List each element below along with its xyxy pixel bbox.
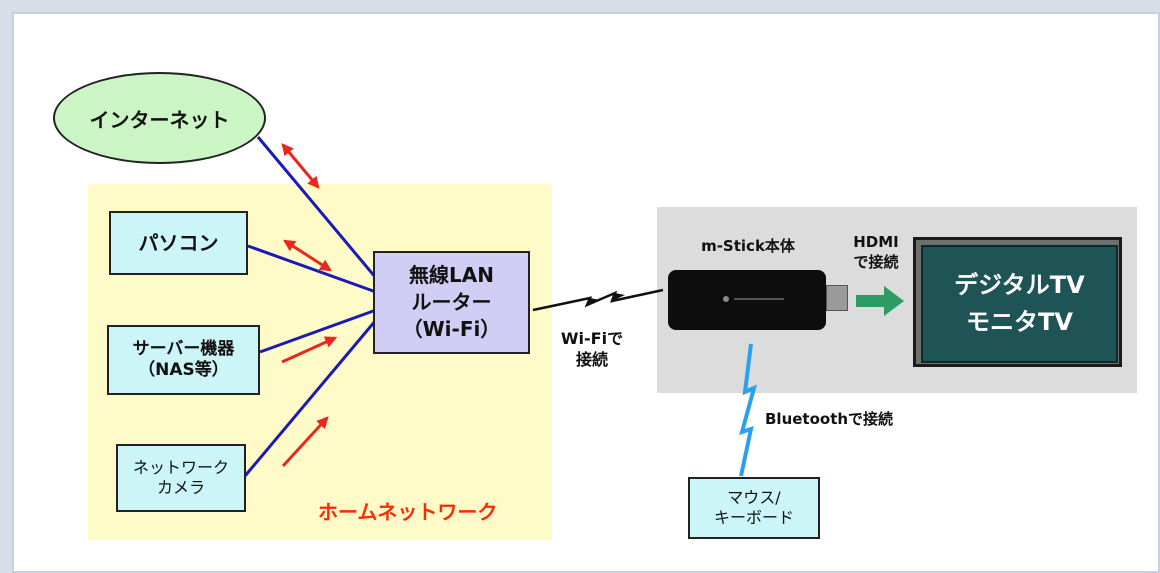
server-label-line1: サーバー機器 xyxy=(132,338,235,359)
tv-screen: デジタルTV モニタTV xyxy=(921,245,1118,363)
stick-logo-icon xyxy=(722,294,792,304)
internet-label: インターネット xyxy=(89,107,230,132)
tv-monitor: デジタルTV モニタTV xyxy=(913,237,1122,367)
link-internet-router xyxy=(256,136,378,279)
hdmi-arrow xyxy=(856,286,904,316)
home-network-label: ホームネットワーク xyxy=(318,500,498,524)
server-label-line2: （NAS等） xyxy=(138,360,229,380)
router-node: 無線LAN ルーター （Wi-Fi） xyxy=(373,251,530,354)
router-label-line3: （Wi-Fi） xyxy=(402,317,501,341)
bluetooth-connect-label: Bluetoothで接続 xyxy=(765,410,894,428)
stick-logo-mark xyxy=(723,296,784,302)
router-label-line2: ルーター xyxy=(411,290,492,314)
tv-label-line2: モニタTV xyxy=(966,308,1073,336)
stick-title: m-Stick本体 xyxy=(701,237,795,255)
pc-node: パソコン xyxy=(109,211,248,275)
camera-node: ネットワーク カメラ xyxy=(116,444,246,512)
link-camera-router xyxy=(243,319,378,477)
camera-label-line1: ネットワーク xyxy=(132,458,229,477)
internet-node: インターネット xyxy=(53,72,266,164)
camera-label-line2: カメラ xyxy=(156,478,205,497)
hdmi-plug-icon xyxy=(826,285,848,311)
wifi-label-line2: 接続 xyxy=(575,349,608,369)
tv-label-line1: デジタルTV xyxy=(954,270,1085,299)
mouse-label-line2: キーボード xyxy=(713,508,794,527)
arrow-server-up xyxy=(281,336,338,364)
router-label-line1: 無線LAN xyxy=(409,263,494,287)
wifi-connect-label: Wi-Fiで 接続 xyxy=(549,329,635,371)
arrow-internet-both xyxy=(281,143,320,189)
hdmi-label-line1: HDMI xyxy=(853,233,899,251)
arrow-camera-up xyxy=(281,416,329,468)
server-node: サーバー機器 （NAS等） xyxy=(107,325,260,395)
hdmi-label-line2: で接続 xyxy=(853,252,899,271)
pc-label: パソコン xyxy=(138,230,219,255)
wifi-bolt xyxy=(532,288,664,312)
wifi-label-line1: Wi-Fiで xyxy=(560,329,624,348)
hdmi-connect-label: HDMI で接続 xyxy=(836,233,916,272)
mouse-keyboard-node: マウス/ キーボード xyxy=(688,477,820,539)
bluetooth-bolt xyxy=(739,343,758,477)
link-server-router xyxy=(259,308,377,354)
arrow-pc-both xyxy=(282,239,333,272)
mouse-label-line1: マウス/ xyxy=(727,488,781,507)
